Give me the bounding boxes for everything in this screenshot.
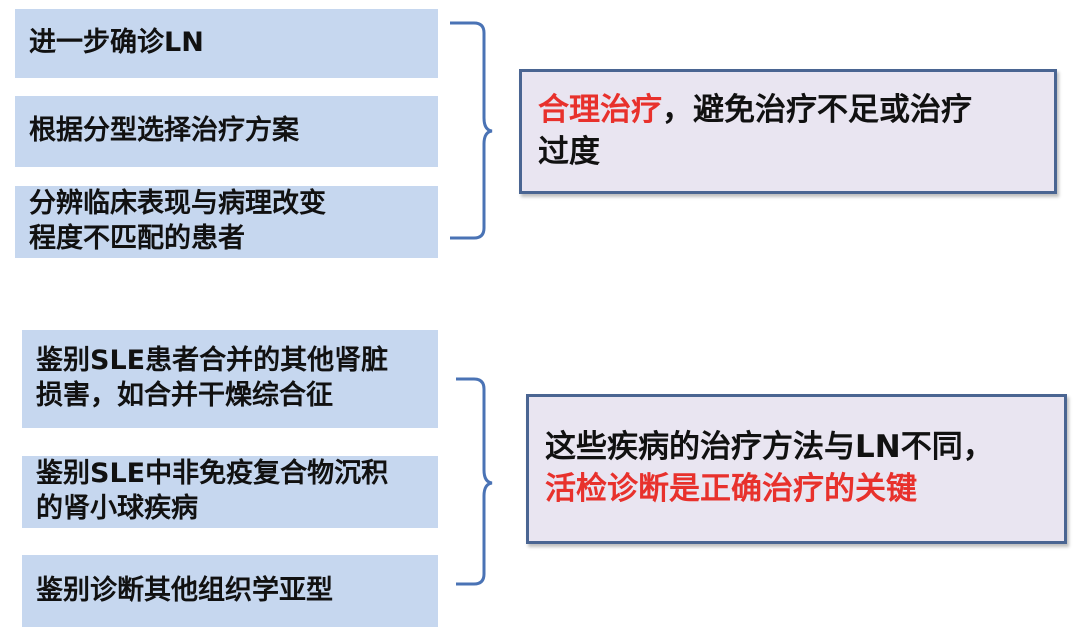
group1-item-mismatch-patients: 分辨临床表现与病理改变 程度不匹配的患者 <box>15 186 438 258</box>
group2-conclusion-line1: 这些疾病的治疗方法与LN不同， <box>545 429 994 466</box>
group1-conclusion-rest: ，避免治疗不足或治疗 <box>662 91 972 128</box>
group2-conclusion-line2: 活检诊断是正确治疗的关键 <box>545 471 917 507</box>
group2-item-2-line1: 鉴别SLE中非免疫复合物沉积 <box>36 458 389 490</box>
group1-conclusion-highlight: 合理治疗 <box>538 91 662 128</box>
group2-item-other-kidney-damage: 鉴别SLE患者合并的其他肾脏 损害，如合并干燥综合征 <box>22 330 438 428</box>
group1-item-3-line1: 分辨临床表现与病理改变 <box>29 188 326 220</box>
group1-item-confirm-ln: 进一步确诊LN <box>15 9 438 78</box>
group1-conclusion-box: 合理治疗，避免治疗不足或治疗 过度 <box>519 69 1057 194</box>
group1-item-choose-treatment: 根据分型选择治疗方案 <box>15 96 438 167</box>
group2-item-other-histology: 鉴别诊断其他组织学亚型 <box>22 555 438 627</box>
group2-item-1-text: 鉴别SLE患者合并的其他肾脏 损害，如合并干燥综合征 <box>36 344 388 413</box>
group1-item-3-line2: 程度不匹配的患者 <box>29 223 245 254</box>
group2-item-1-line1: 鉴别SLE患者合并的其他肾脏 <box>36 345 389 377</box>
group2-item-non-immune-complex: 鉴别SLE中非免疫复合物沉积 的肾小球疾病 <box>22 456 438 528</box>
group2-item-1-line2: 损害，如合并干燥综合征 <box>36 380 333 411</box>
group2-conclusion-box: 这些疾病的治疗方法与LN不同， 活检诊断是正确治疗的关键 <box>526 394 1067 544</box>
group2-item-2-line2: 的肾小球疾病 <box>36 493 198 524</box>
group1-item-1-text: 进一步确诊LN <box>29 27 204 59</box>
group1-conclusion-line2: 过度 <box>538 133 600 170</box>
group2-item-2-text: 鉴别SLE中非免疫复合物沉积 的肾小球疾病 <box>36 457 388 526</box>
group1-conclusion-line1: 合理治疗，避免治疗不足或治疗 <box>538 90 1044 132</box>
group1-item-2-text: 根据分型选择治疗方案 <box>29 115 299 147</box>
group1-item-3-text: 分辨临床表现与病理改变 程度不匹配的患者 <box>29 187 326 256</box>
group2-item-3-text: 鉴别诊断其他组织学亚型 <box>36 574 333 606</box>
